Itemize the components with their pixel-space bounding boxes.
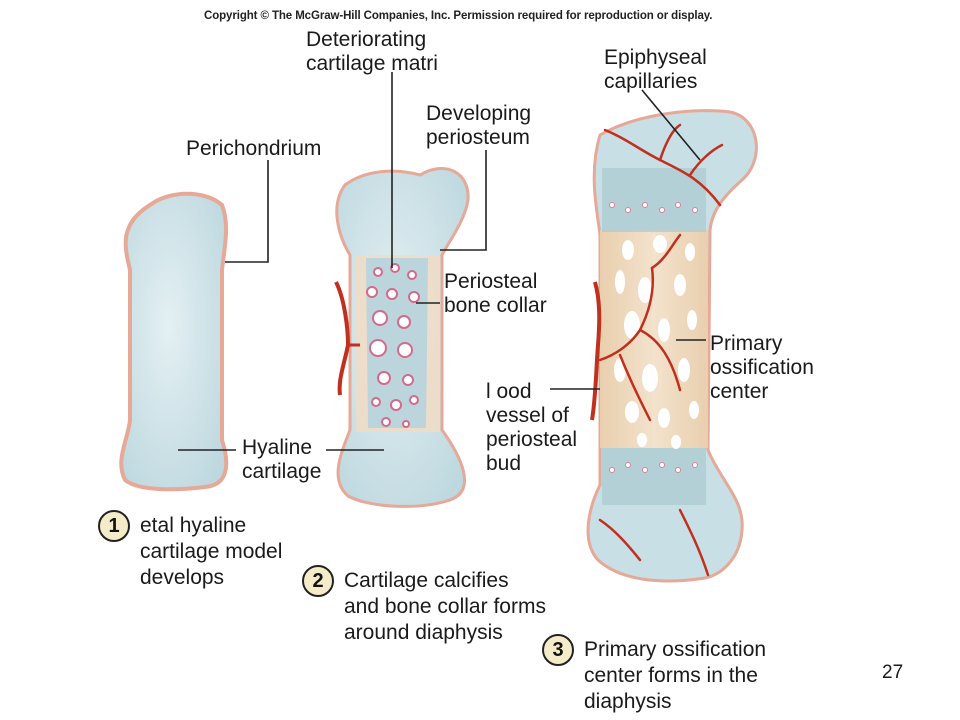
- step-2-badge: 2: [302, 565, 334, 597]
- deteriorating-label: Deteriorating cartilage matri: [306, 28, 438, 76]
- step-2-line1: Cartilage calcifies: [344, 569, 509, 592]
- developing-label-line1: Developing: [426, 102, 532, 125]
- step-1-caption: etal hyaline cartilage model develops: [140, 513, 282, 591]
- step-1-badge: 1: [98, 510, 130, 542]
- primary-label-line3: center: [710, 380, 769, 403]
- step-3-line3: diaphysis: [584, 690, 672, 713]
- cartilage-columns: [609, 202, 698, 473]
- hyaline-label-line2: cartilage: [242, 460, 322, 483]
- blood-label-line2: vessel of: [486, 404, 569, 427]
- calcifying-bone-2: [334, 166, 470, 508]
- ossifying-bone-3: [586, 109, 758, 583]
- blood-label-line3: periosteal: [486, 428, 578, 451]
- hyaline-cartilage-label: Hyaline cartilage: [242, 436, 321, 484]
- epiphyseal-capillaries-label: Epiphyseal capillaries: [604, 46, 707, 94]
- step-2-line3: around diaphysis: [344, 621, 503, 644]
- periosteal-label-line1: Periosteal: [444, 270, 538, 293]
- epiphyseal-label-line1: Epiphyseal: [604, 46, 707, 69]
- developing-label-line2: periosteum: [426, 126, 530, 149]
- blood-label-line4: bud: [486, 452, 522, 475]
- periosteal-bone-collar-label: Periosteal bone collar: [444, 270, 547, 318]
- developing-periosteum-label: Developing periosteum: [426, 102, 531, 150]
- blood-vessel-label: l ood vessel of periosteal bud: [486, 380, 577, 476]
- marrow-cavities: [614, 235, 699, 449]
- step-1-line3: develops: [140, 566, 225, 589]
- step-2-caption: Cartilage calcifies and bone collar form…: [344, 568, 546, 646]
- primary-label-line1: Primary: [710, 332, 783, 355]
- deteriorating-label-line2: cartilage matri: [306, 52, 438, 75]
- periosteal-label-line2: bone collar: [444, 294, 547, 317]
- developing-callout: [440, 150, 487, 251]
- step-2-line2: and bone collar forms: [344, 595, 546, 618]
- perichondrium-callout: [225, 160, 269, 263]
- step-3-line2: center forms in the: [584, 664, 758, 687]
- callout-lines: [178, 72, 706, 451]
- primary-label-line2: ossification: [710, 356, 814, 379]
- step-3-caption: Primary ossification center forms in the…: [584, 637, 766, 715]
- hyaline-label-line1: Hyaline: [242, 436, 313, 459]
- deteriorating-label-line1: Deteriorating: [306, 28, 427, 51]
- step-3-line1: Primary ossification: [584, 638, 767, 661]
- blood-label-line1: l ood: [486, 380, 532, 403]
- copyright-notice: Copyright © The McGraw-Hill Companies, I…: [204, 10, 713, 22]
- step-1-line1: etal hyaline: [140, 514, 247, 537]
- step-1-line2: cartilage model: [140, 540, 283, 563]
- perichondrium-label: Perichondrium: [186, 137, 322, 160]
- blood-vessels: [598, 123, 724, 577]
- step-3-badge: 3: [542, 634, 574, 666]
- page-number: 27: [882, 662, 904, 683]
- primary-ossification-center-label: Primary ossification center: [710, 332, 814, 404]
- cartilage-model-bone-1: [119, 191, 229, 492]
- epiphyseal-callout: [641, 89, 701, 161]
- calcified-lacunae: [366, 263, 420, 428]
- epiphyseal-label-line2: capillaries: [604, 70, 698, 93]
